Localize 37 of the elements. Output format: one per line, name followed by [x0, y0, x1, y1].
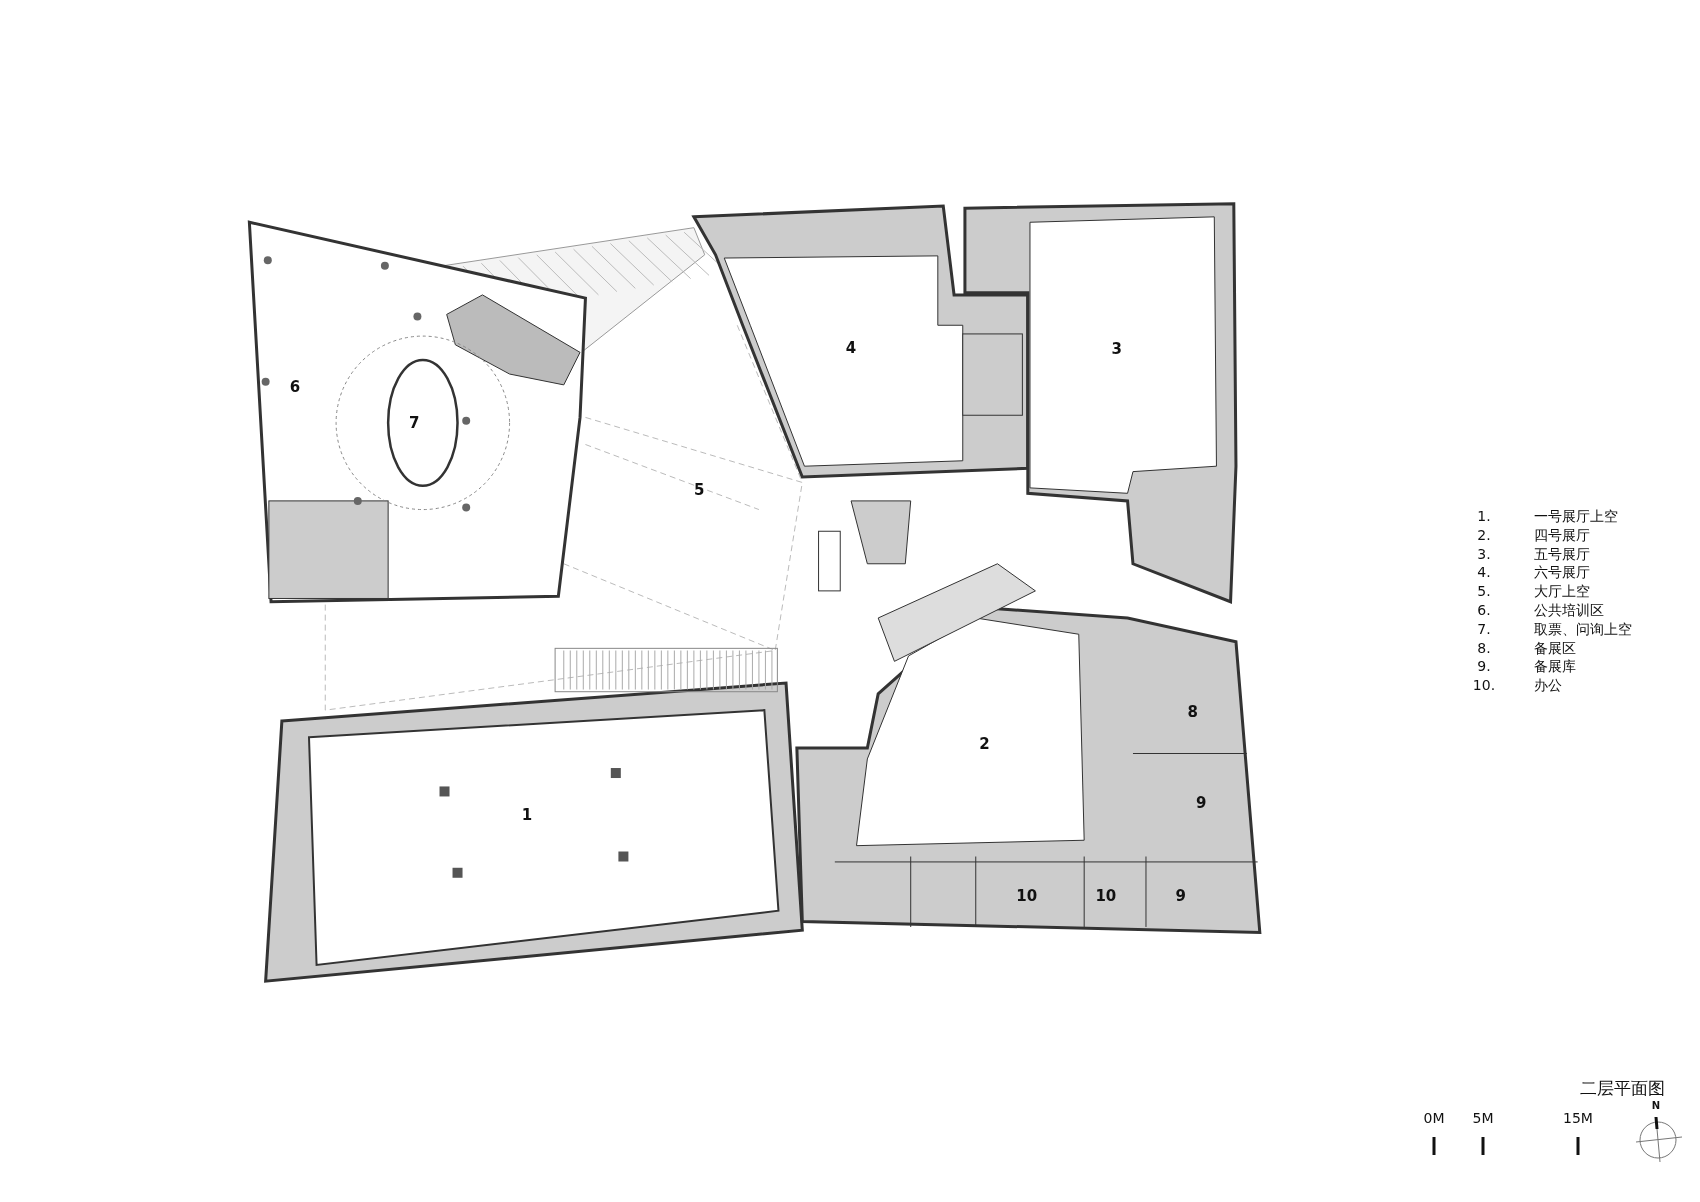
- legend-text: 四号展厅: [1534, 527, 1590, 542]
- room-number: 9: [1175, 888, 1186, 904]
- scale-label: 5M: [1472, 1111, 1494, 1125]
- legend-number: 4.: [1477, 565, 1491, 580]
- legend-text: 大厅上空: [1534, 584, 1590, 599]
- legend-number: 9.: [1477, 659, 1491, 674]
- legend-text: 取票、问询上空: [1534, 621, 1632, 636]
- legend-text: 公共培训区: [1534, 603, 1604, 617]
- room-number: 1: [521, 807, 533, 823]
- legend-text: 一号展厅上空: [1534, 509, 1618, 523]
- room-number: 2: [979, 736, 990, 752]
- room-number: 8: [1187, 704, 1198, 720]
- legend-number: 10.: [1472, 678, 1496, 693]
- room-number: 9: [1196, 795, 1207, 811]
- legend-number: 7.: [1477, 621, 1491, 636]
- room-number: 4: [845, 340, 857, 356]
- room-number: 5: [694, 482, 705, 498]
- legend-text: 五号展厅: [1534, 546, 1590, 561]
- room-number: 10: [1016, 888, 1038, 904]
- legend-number: 3.: [1477, 546, 1491, 561]
- legend-number: 2.: [1477, 527, 1491, 542]
- room-number: 6: [289, 379, 301, 395]
- legend-number: 5.: [1477, 584, 1491, 599]
- legend-text: 备展库: [1534, 659, 1576, 674]
- legend-number: 8.: [1477, 640, 1491, 655]
- plan-title: 二层平面图: [1580, 1080, 1665, 1097]
- legend-text: 备展区: [1534, 640, 1576, 655]
- legend-text: 六号展厅: [1534, 565, 1590, 580]
- legend-number: 1.: [1477, 509, 1491, 523]
- room-number: 7: [408, 415, 420, 431]
- scale-label: 15M: [1563, 1111, 1593, 1125]
- room-number: 10: [1095, 888, 1117, 904]
- north-label: N: [1651, 1101, 1661, 1111]
- legend-number: 6.: [1477, 603, 1491, 617]
- scale-label: 0M: [1423, 1111, 1445, 1125]
- room-number: 3: [1111, 341, 1122, 357]
- legend-text: 办公: [1534, 678, 1562, 693]
